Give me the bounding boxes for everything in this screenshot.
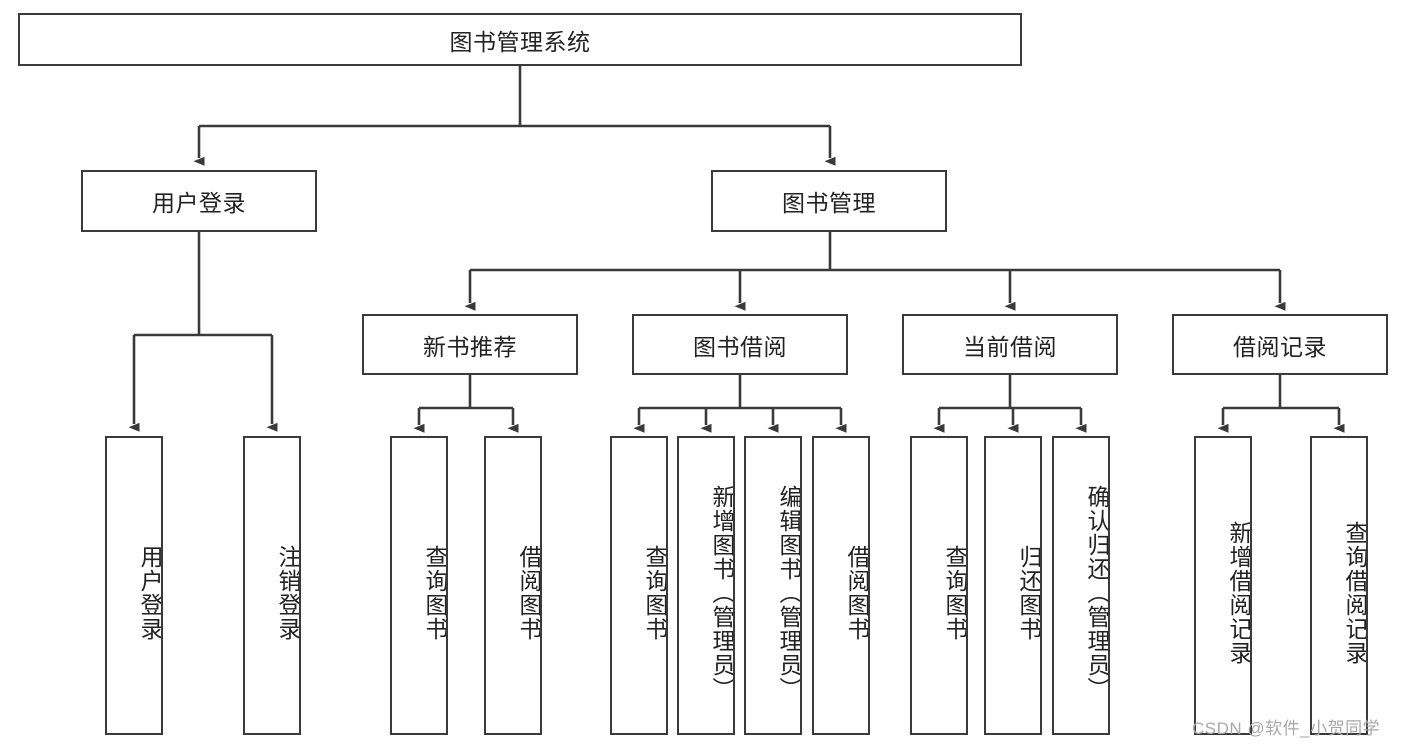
node-leaf-add-borrow-record[interactable]: 新增借阅记录	[1194, 436, 1252, 735]
node-leaf-confirm-return[interactable]: 确认归还（管理员）	[1052, 436, 1110, 735]
node-label: 图书管理系统	[449, 28, 591, 55]
node-label: 用户登录	[152, 190, 246, 216]
node-label: 新增图书（管理员）	[709, 484, 735, 701]
node-label: 编辑图书（管理员）	[776, 484, 802, 701]
csdn-watermark: CSDN @软件_小贺同学	[1192, 719, 1381, 738]
node-label: 查询图书	[642, 544, 668, 641]
node-label: 查询借阅记录	[1342, 520, 1368, 665]
node-label: 确认归还（管理员）	[1084, 484, 1110, 701]
node-label: 查询图书	[422, 544, 448, 641]
node-label: 借阅记录	[1233, 333, 1327, 360]
node-leaf-query-book-2[interactable]: 查询图书	[610, 436, 668, 735]
node-leaf-user-login[interactable]: 用户登录	[105, 436, 163, 735]
node-leaf-borrow-book-1[interactable]: 借阅图书	[484, 436, 542, 735]
node-leaf-query-book-1[interactable]: 查询图书	[390, 436, 448, 735]
node-current-borrow[interactable]: 当前借阅	[902, 314, 1118, 375]
node-leaf-add-book[interactable]: 新增图书（管理员）	[677, 436, 735, 735]
node-new-book-recommend[interactable]: 新书推荐	[362, 314, 578, 375]
node-label: 借阅图书	[844, 544, 870, 641]
node-label: 图书借阅	[693, 333, 787, 360]
node-label: 借阅图书	[516, 544, 542, 641]
node-book-borrow[interactable]: 图书借阅	[632, 314, 848, 375]
node-label: 查询图书	[942, 544, 968, 641]
node-label: 注销登录	[275, 544, 301, 641]
node-label: 当前借阅	[963, 333, 1057, 360]
node-label: 新增借阅记录	[1226, 520, 1252, 665]
node-book-management[interactable]: 图书管理	[711, 170, 947, 232]
node-leaf-return-book[interactable]: 归还图书	[984, 436, 1042, 735]
node-label: 新书推荐	[423, 333, 517, 360]
node-leaf-query-borrow-record[interactable]: 查询借阅记录	[1310, 436, 1368, 735]
node-leaf-logout[interactable]: 注销登录	[243, 436, 301, 735]
node-leaf-borrow-book-2[interactable]: 借阅图书	[812, 436, 870, 735]
node-label: 归还图书	[1016, 544, 1042, 641]
node-leaf-edit-book[interactable]: 编辑图书（管理员）	[744, 436, 802, 735]
node-root-system[interactable]: 图书管理系统	[18, 13, 1022, 66]
node-label: 用户登录	[137, 544, 163, 641]
node-user-login[interactable]: 用户登录	[81, 170, 317, 232]
node-leaf-query-book-3[interactable]: 查询图书	[910, 436, 968, 735]
node-borrow-record[interactable]: 借阅记录	[1172, 314, 1388, 375]
node-label: 图书管理	[782, 190, 876, 216]
